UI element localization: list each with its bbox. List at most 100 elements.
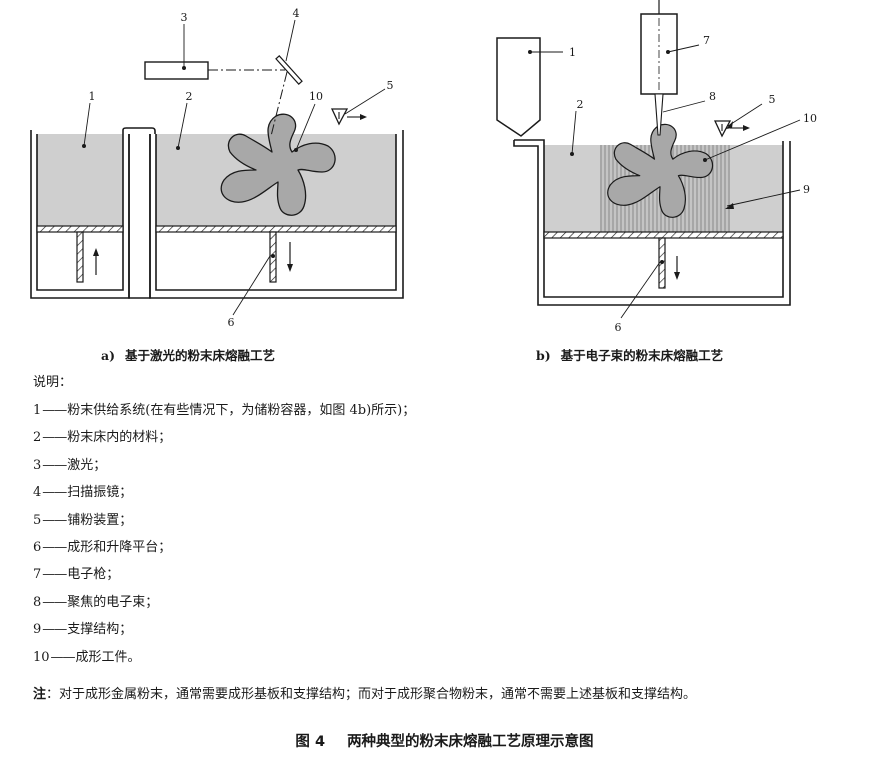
legend-item-number: 6 bbox=[33, 539, 42, 555]
callout-number: 2 bbox=[186, 90, 193, 103]
callout-number: 4 bbox=[293, 7, 300, 20]
legend-item: 10——成形工件。 bbox=[33, 648, 415, 675]
callout-number: 5 bbox=[387, 79, 394, 92]
leader-lines-b bbox=[530, 44, 801, 319]
divider-wall bbox=[128, 134, 151, 299]
figure-title: 图 4 两种典型的粉末床熔融工艺原理示意图 bbox=[0, 730, 889, 751]
legend-item: 2——粉末床内的材料； bbox=[33, 428, 415, 455]
pointer-arrowheads bbox=[725, 121, 734, 209]
note-text: ：对于成形金属粉末，通常需要成形基板和支撑结构；而对于成形聚合物粉末，通常不需要… bbox=[46, 687, 697, 702]
legend-item: 6——成形和升降平台； bbox=[33, 538, 415, 565]
callout-number: 8 bbox=[709, 90, 716, 103]
leader-dots-b bbox=[528, 50, 707, 264]
legend-item: 3——激光； bbox=[33, 456, 415, 483]
deflected-beam bbox=[270, 71, 288, 137]
callout-number: 7 bbox=[703, 34, 710, 47]
down-arrow-icon bbox=[287, 242, 293, 272]
legend-item-text: 粉末供给系统(在有些情况下，为储粉容器，如图 4b)所示)； bbox=[67, 403, 416, 418]
process-diagram: 3 4 1 2 10 5 6 bbox=[30, 0, 817, 334]
legend-item-dash: —— bbox=[42, 622, 67, 638]
recoater bbox=[330, 108, 367, 126]
callout-number: 6 bbox=[615, 321, 622, 334]
build-chamber-b bbox=[513, 123, 791, 306]
legend-item-dash: —— bbox=[42, 485, 67, 501]
panel-a: 3 4 1 2 10 5 6 bbox=[30, 7, 404, 329]
legend-item-number: 4 bbox=[33, 485, 42, 501]
panel-b-caption-text: 基于电子束的粉末床熔融工艺 bbox=[560, 348, 724, 363]
scanning-galvo bbox=[275, 55, 303, 85]
legend-item-number: 2 bbox=[33, 430, 42, 446]
figure-number: 图 4 bbox=[295, 734, 326, 750]
legend-item: 8——聚焦的电子束； bbox=[33, 593, 415, 620]
supply-platform bbox=[36, 225, 124, 233]
note-label: 注 bbox=[33, 687, 47, 702]
leader-lines-a bbox=[83, 19, 386, 316]
legend-item-text: 支撑结构； bbox=[67, 622, 133, 638]
legend-item-text: 聚焦的电子束； bbox=[67, 594, 159, 610]
legend-item-dash: —— bbox=[42, 430, 67, 446]
callout-number: 9 bbox=[803, 183, 810, 196]
legend-item-number: 1 bbox=[33, 403, 42, 418]
panel-a-letter: a) bbox=[101, 348, 116, 363]
legend-item: 5——铺粉装置； bbox=[33, 511, 415, 538]
legend-item-dash: —— bbox=[42, 457, 67, 473]
legend-item: 9——支撑结构； bbox=[33, 620, 415, 647]
legend-item-text: 成形和升降平台； bbox=[67, 539, 172, 555]
legend-title: 说明： bbox=[33, 375, 73, 390]
legend-item-text: 激光； bbox=[67, 457, 107, 473]
legend: 说明： 1——粉末供给系统(在有些情况下，为储粉容器，如图 4b)所示)； 2—… bbox=[33, 373, 415, 675]
callout-number: 6 bbox=[228, 316, 235, 329]
build-platform bbox=[543, 231, 784, 239]
legend-item: 4——扫描振镜； bbox=[33, 483, 415, 510]
formed-part bbox=[220, 113, 336, 216]
legend-item-number: 10 bbox=[33, 649, 50, 665]
callout-number: 1 bbox=[569, 46, 576, 59]
legend-item-number: 9 bbox=[33, 622, 42, 638]
build-chamber bbox=[149, 113, 404, 299]
legend-item-number: 8 bbox=[33, 594, 42, 610]
legend-item-dash: —— bbox=[42, 567, 67, 583]
down-arrow-icon bbox=[674, 256, 680, 280]
laser-source bbox=[144, 61, 209, 80]
legend-item-text: 扫描振镜； bbox=[67, 485, 133, 501]
figure-title-text: 两种典型的粉末床熔融工艺原理示意图 bbox=[347, 734, 594, 750]
legend-item-text: 铺粉装置； bbox=[67, 512, 133, 528]
legend-item-text: 电子枪； bbox=[67, 567, 120, 583]
legend-item-number: 7 bbox=[33, 567, 42, 583]
legend-item-text: 粉末床内的材料； bbox=[67, 430, 172, 446]
leader-dots-a bbox=[82, 66, 298, 258]
callout-number: 1 bbox=[89, 90, 96, 103]
right-arrow-icon bbox=[360, 114, 367, 120]
legend-item-dash: —— bbox=[50, 649, 76, 665]
callout-number: 10 bbox=[803, 112, 817, 125]
panel-b-caption: b) 基于电子束的粉末床熔融工艺 bbox=[536, 345, 723, 364]
callout-number: 3 bbox=[181, 11, 188, 24]
formed-part bbox=[607, 123, 714, 218]
callout-number: 5 bbox=[769, 93, 776, 106]
build-platform bbox=[155, 225, 397, 233]
legend-item-dash: —— bbox=[42, 512, 67, 528]
recoater bbox=[713, 120, 750, 138]
right-arrow-icon bbox=[743, 125, 750, 131]
powder-supply-material bbox=[37, 134, 123, 226]
powder-hopper bbox=[496, 37, 541, 137]
callout-number: 2 bbox=[577, 98, 584, 111]
note: 注：对于成形金属粉末，通常需要成形基板和支撑结构；而对于成形聚合物粉末，通常不需… bbox=[33, 683, 696, 702]
supply-piston bbox=[76, 231, 84, 283]
callout-number: 10 bbox=[309, 90, 323, 103]
powder-supply-container bbox=[30, 130, 130, 299]
legend-item-number: 5 bbox=[33, 512, 42, 528]
panel-b-letter: b) bbox=[536, 348, 551, 363]
panel-b: 1 7 8 2 5 10 9 6 bbox=[496, 0, 817, 334]
legend-item: 7——电子枪； bbox=[33, 565, 415, 592]
legend-item-dash: —— bbox=[42, 403, 67, 418]
legend-item-dash: —— bbox=[42, 539, 67, 555]
panel-a-caption-text: 基于激光的粉末床熔融工艺 bbox=[125, 348, 276, 363]
legend-item-number: 3 bbox=[33, 457, 42, 473]
legend-item-dash: —— bbox=[42, 594, 67, 610]
legend-item-text: 成形工件。 bbox=[75, 649, 141, 665]
focused-electron-beam bbox=[654, 93, 664, 136]
panel-a-caption: a) 基于激光的粉末床熔融工艺 bbox=[101, 345, 275, 364]
legend-item: 1——粉末供给系统(在有些情况下，为储粉容器，如图 4b)所示)； bbox=[33, 401, 415, 428]
electron-gun bbox=[640, 0, 678, 136]
